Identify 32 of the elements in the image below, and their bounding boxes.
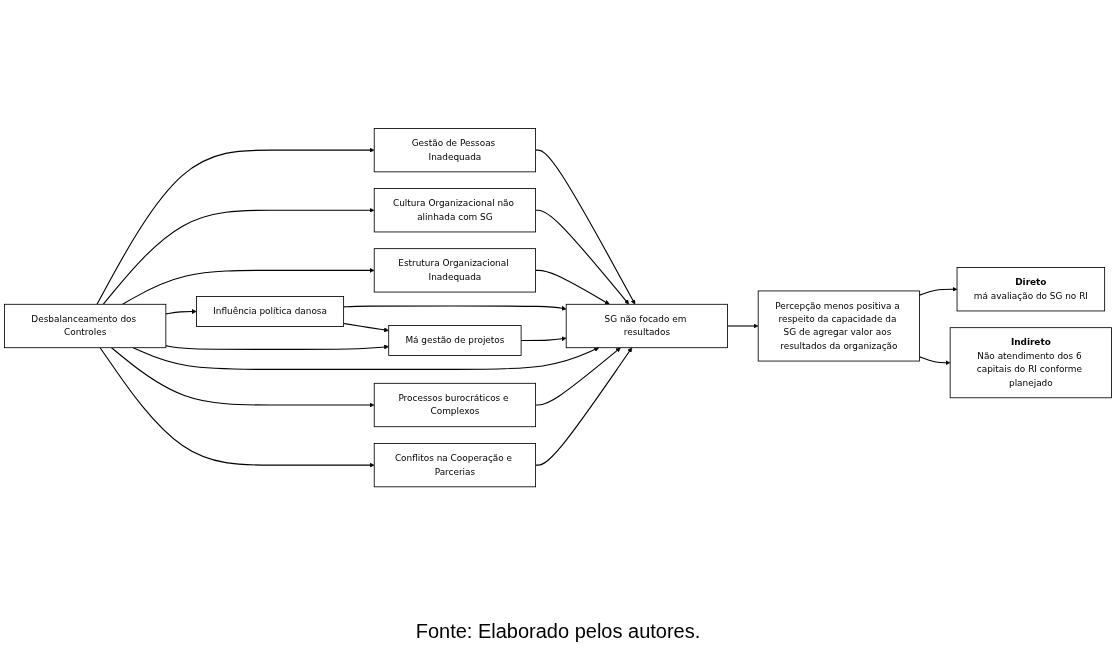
arrow: [96, 147, 375, 305]
arrow: [535, 347, 621, 406]
node-box: Indireto Não atendimento dos 6 capitais do RI conforme planejado: [949, 327, 1112, 399]
node-box: Direto má avaliação do SG no RI: [956, 267, 1106, 312]
arrow: [122, 267, 375, 305]
arrow: [165, 344, 389, 350]
node-box: Estrutura Organizacional Inadequada: [373, 248, 536, 293]
arrow: [535, 269, 610, 305]
node-box: Cultura Organizacional não alinhada com SG: [373, 188, 536, 233]
arrow: [727, 323, 759, 329]
arrow: [919, 286, 958, 296]
arrow: [132, 347, 600, 370]
node-box: Desbalanceamento dos Controles: [4, 303, 167, 348]
arrow: [165, 308, 197, 315]
arrow: [535, 149, 636, 305]
arrow: [535, 347, 633, 466]
node-box: Percepção menos positiva a respeito da capacidade da SG de agregar valor aos resultados da organização: [757, 290, 920, 362]
arrow: [102, 207, 375, 305]
node-box: SG não focado em resultados: [565, 303, 728, 348]
arrow: [919, 356, 951, 366]
arrow: [110, 347, 375, 408]
node-box: Influência política danosa: [196, 295, 345, 327]
arrow: [520, 336, 567, 342]
node-box: Conflitos na Cooperação e Parcerias: [373, 442, 536, 488]
node-box: Processos burocráticos e Complexos: [373, 382, 536, 427]
arrow: [343, 322, 389, 333]
node-box: Gestão de Pessoas Inadequada: [373, 127, 536, 173]
arrow: [343, 305, 567, 311]
arrow: [99, 347, 375, 468]
node-box: Má gestão de projetos: [388, 324, 522, 356]
caption: Fonte: Elaborado pelos autores.: [415, 620, 701, 643]
arrow: [535, 209, 630, 305]
